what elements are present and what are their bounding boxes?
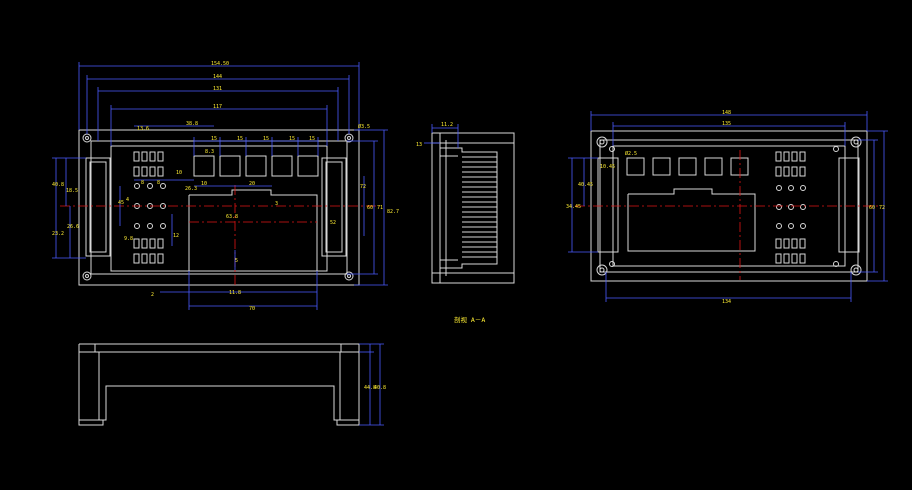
back-view: 148 135 134 Ø2.5 10.45 40.45 34.45 60 72 (566, 110, 888, 305)
dim-117: 117 (213, 104, 222, 110)
front-view-center-lines (60, 185, 380, 285)
dim-phi-back: Ø2.5 (625, 150, 637, 157)
section-view-outline (431, 132, 515, 284)
dim-34-45: 34.45 (566, 204, 581, 210)
bottom-view: 44.8 40.8 (78, 343, 386, 426)
dim-11: 11.8 (229, 290, 241, 296)
dim-63: 63.8 (226, 214, 238, 220)
section-title: 剖视 A－A (454, 315, 485, 324)
dim-10b: 10 (176, 170, 182, 176)
dim-38: 38.8 (186, 121, 198, 127)
dim-13: 13.6 (137, 126, 149, 132)
bottom-view-text: 44.8 40.8 (364, 385, 386, 391)
back-view-center-lines (575, 150, 880, 280)
dim-8: 8.3 (205, 149, 214, 155)
dim-70: 70 (249, 306, 255, 312)
dim-3: 3 (275, 201, 278, 207)
dim-4: 4 (126, 197, 129, 203)
dim-148: 148 (722, 110, 731, 116)
dim-71: 71 (377, 205, 383, 211)
back-view-outline (590, 130, 868, 282)
dim-135: 135 (722, 121, 731, 127)
dim-154: 154.50 (211, 61, 229, 67)
dim-15c: 15 (263, 136, 269, 142)
dim-26: 26.3 (185, 186, 197, 192)
dim-144: 144 (213, 74, 222, 80)
dim-131: 131 (213, 86, 222, 92)
front-view-outline (78, 129, 360, 286)
dim-134: 134 (722, 299, 731, 305)
back-view-dimension-lines (568, 111, 888, 302)
dim-9: 9.8 (124, 236, 133, 242)
dim-40-8: 40.8 (374, 385, 386, 391)
dim-44-8: 44.8 (364, 385, 376, 391)
bottom-view-outline (78, 343, 360, 426)
dim-45: 45 (118, 200, 124, 206)
dim-60-back: 60 (869, 205, 875, 211)
front-view-dimension-lines (52, 62, 388, 310)
dim-15d: 15 (289, 136, 295, 142)
dim-60: 60 (367, 205, 373, 211)
dim-15b: 15 (237, 136, 243, 142)
dim-11-2: 11.2 (441, 122, 453, 128)
dim-26b: 26.6 (67, 224, 79, 230)
dim-15e: 15 (309, 136, 315, 142)
section-view-dimension-lines (424, 124, 459, 148)
dim-52: 52 (330, 220, 336, 226)
dim-40-45: 40.45 (578, 182, 593, 188)
dim-phi: Ø3.5 (358, 123, 370, 130)
section-view-text: 11.2 13 剖视 A－A (416, 122, 485, 324)
dim-5: 5 (235, 258, 238, 264)
dim-20: 20 (249, 181, 255, 187)
dim-72: 72 (360, 184, 366, 190)
dim-7b: 8 (157, 180, 160, 186)
dim-82: 82.7 (387, 209, 399, 215)
section-view: 11.2 13 剖视 A－A (416, 122, 515, 324)
front-view-dimension-text: 154.50 144 131 117 38.8 13.6 15 15 15 15… (52, 61, 399, 312)
dim-10a: 10 (201, 181, 207, 187)
dim-2: 2 (151, 292, 154, 298)
section-view-fins (462, 156, 497, 258)
bottom-view-dimension-lines (359, 343, 384, 426)
dim-23: 23.2 (52, 231, 64, 237)
dim-10-45: 10.45 (600, 164, 615, 170)
dim-40: 40.8 (52, 182, 64, 188)
dim-7a: 8 (141, 180, 144, 186)
front-view: 154.50 144 131 117 38.8 13.6 15 15 15 15… (52, 61, 399, 312)
dim-72-back: 72 (879, 205, 885, 211)
dim-18: 18.5 (66, 188, 78, 194)
dim-13-section: 13 (416, 142, 422, 148)
dim-12: 12 (173, 233, 179, 239)
back-view-text: 148 135 134 Ø2.5 10.45 40.45 34.45 60 72 (566, 110, 885, 305)
dim-15a: 15 (211, 136, 217, 142)
